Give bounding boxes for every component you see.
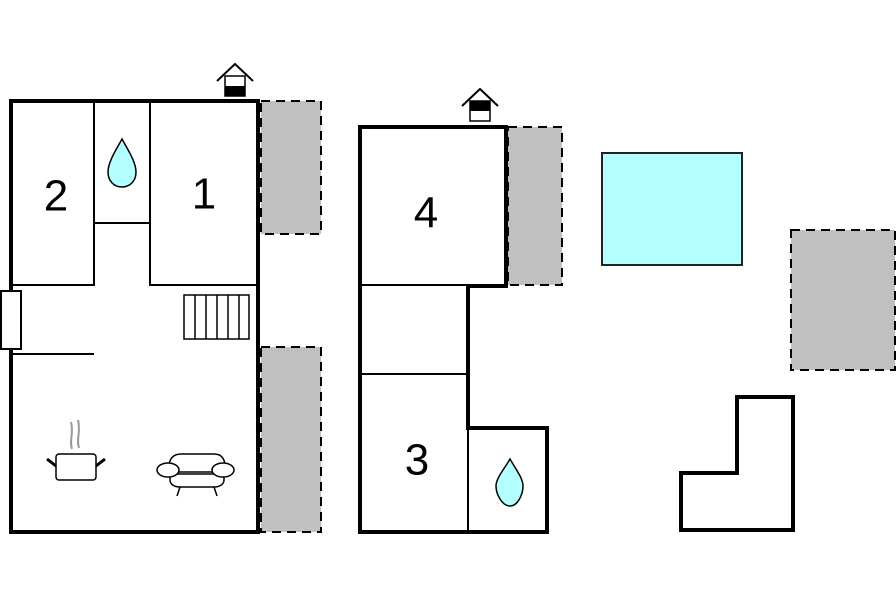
outbuilding	[679, 395, 795, 532]
stairs-icon	[183, 294, 250, 340]
house-floor-1-icon	[461, 87, 499, 122]
house-floor-0-icon	[216, 62, 254, 97]
swimming-pool	[601, 152, 743, 266]
room-label-2: 2	[44, 172, 68, 221]
sofa-icon	[156, 453, 235, 497]
terrace-first-floor	[507, 126, 563, 286]
terrace-ground-upper	[260, 100, 322, 235]
terrace-outdoor	[790, 229, 896, 371]
cooking-pot-icon	[46, 419, 106, 481]
entrance-door	[0, 290, 22, 350]
ground-floor: 2 1	[0, 62, 322, 534]
water-drop-icon	[495, 457, 524, 507]
first-floor: 4 3	[358, 87, 563, 534]
room-label-1: 1	[192, 170, 216, 219]
terrace-ground-lower	[260, 346, 322, 533]
outdoor-area	[601, 152, 896, 532]
room-label-3: 3	[405, 436, 429, 485]
room-label-4: 4	[414, 189, 438, 238]
water-drop-icon	[107, 137, 137, 188]
